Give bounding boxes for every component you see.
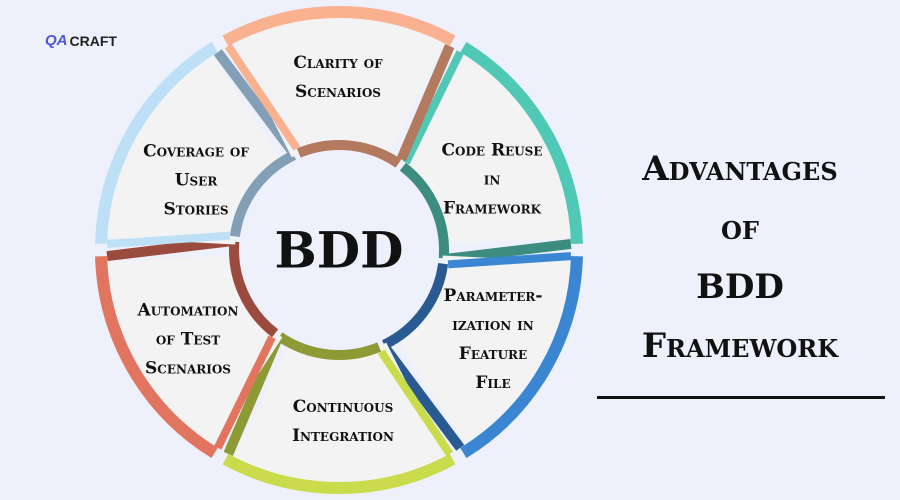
segment-continuous-integration bbox=[222, 332, 456, 494]
segment-automation bbox=[95, 236, 283, 459]
segment-code-reuse bbox=[395, 41, 583, 264]
segment-side-band bbox=[396, 44, 455, 162]
segment-label-continuous-integration: Continuous Integration bbox=[292, 397, 394, 446]
segment-body bbox=[395, 255, 579, 452]
segment-side-band bbox=[106, 236, 230, 262]
center-circle bbox=[241, 152, 437, 348]
segment-side-band bbox=[214, 335, 276, 450]
title-line: of bbox=[721, 208, 759, 248]
segment-inner-band bbox=[296, 140, 402, 168]
segment-label-coverage: Coverage of User Stories bbox=[143, 141, 249, 220]
segment-side-band bbox=[382, 346, 465, 451]
segment-body bbox=[99, 48, 283, 245]
title-line: Framework bbox=[641, 326, 839, 366]
segment-label-code-reuse: Code Reuse in Framework bbox=[441, 140, 543, 219]
title-line: BDD bbox=[696, 267, 784, 307]
segment-outer-band bbox=[95, 41, 218, 244]
segment-outer-band bbox=[222, 453, 456, 494]
segment-body bbox=[230, 342, 448, 491]
title-underline bbox=[597, 396, 885, 399]
segment-side-band bbox=[106, 231, 231, 248]
segment-side-band bbox=[223, 338, 282, 456]
segment-side-band bbox=[213, 49, 296, 154]
segment-parameterization bbox=[381, 252, 583, 459]
segment-inner-band bbox=[229, 241, 279, 338]
qacraft-logo: QA CRAFT bbox=[45, 32, 117, 49]
segment-inner-band bbox=[276, 332, 382, 360]
segment-side-band bbox=[447, 252, 572, 269]
logo-qa: QA bbox=[45, 32, 68, 49]
segment-label-automation: Automation of Test Scenarios bbox=[137, 300, 239, 379]
segment-label-parameterization: Parameter- ization in Feature File bbox=[443, 286, 543, 393]
segment-side-band bbox=[377, 349, 454, 457]
segment-coverage bbox=[95, 41, 297, 248]
logo-craft: CRAFT bbox=[69, 32, 117, 49]
segment-side-band bbox=[224, 43, 301, 151]
segment-outer-band bbox=[460, 256, 583, 459]
segment-outer-band bbox=[460, 41, 583, 244]
segment-inner-band bbox=[381, 262, 449, 350]
segment-body bbox=[230, 9, 448, 158]
segment-clarity bbox=[222, 6, 456, 168]
segment-label-clarity: Clarity of Scenarios bbox=[293, 53, 383, 102]
segment-outer-band bbox=[222, 6, 456, 47]
title-line: Advantages bbox=[642, 149, 838, 189]
center-label: BDD bbox=[274, 220, 404, 280]
segment-side-band bbox=[402, 50, 464, 165]
segment-inner-band bbox=[399, 162, 449, 259]
segment-inner-band bbox=[229, 150, 297, 238]
segment-side-band bbox=[448, 238, 572, 264]
page-title: Advantages of BDD Framework bbox=[600, 140, 880, 376]
segment-outer-band bbox=[95, 256, 218, 459]
